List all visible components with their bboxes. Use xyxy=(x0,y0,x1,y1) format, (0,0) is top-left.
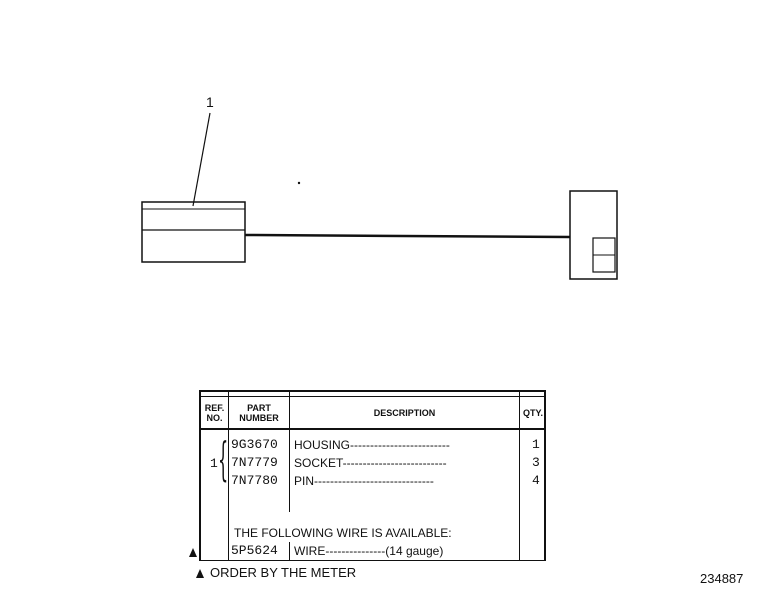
part-number-1: 9G3670 xyxy=(231,437,278,452)
callout-leader-line xyxy=(192,112,211,207)
header-qty: QTY. xyxy=(522,408,543,418)
description-1: HOUSING------------------------- xyxy=(294,438,450,452)
ref-no-value: 1 xyxy=(210,456,218,471)
wire xyxy=(244,233,571,239)
callout-number: 1 xyxy=(206,94,214,110)
col-divider-desc xyxy=(519,392,520,560)
header-ref-no: REF.NO. xyxy=(204,403,225,423)
wire-availability-note: THE FOLLOWING WIRE IS AVAILABLE: xyxy=(234,526,452,540)
qty-1: 1 xyxy=(532,437,540,452)
wire-meter-marker xyxy=(189,543,203,561)
header-description: DESCRIPTION xyxy=(373,408,436,418)
wire-part-number: 5P5624 xyxy=(231,543,278,558)
description-3: PIN------------------------------ xyxy=(294,474,434,488)
group-brace: { xyxy=(218,432,229,486)
triangle-icon xyxy=(189,548,197,557)
socket-connector xyxy=(569,190,618,280)
part-number-2: 7N7779 xyxy=(231,455,278,470)
qty-2: 3 xyxy=(532,455,540,470)
footnote: ORDER BY THE METER xyxy=(196,565,356,580)
housing-connector xyxy=(141,201,246,263)
footnote-text: ORDER BY THE METER xyxy=(210,565,357,580)
col-divider-ref xyxy=(228,392,229,560)
col-divider-part xyxy=(289,392,290,512)
wire-description: WIRE---------------(14 gauge) xyxy=(294,544,444,558)
part-number-3: 7N7780 xyxy=(231,473,278,488)
wire-row-divider xyxy=(289,542,290,560)
description-2: SOCKET-------------------------- xyxy=(294,456,447,470)
stray-mark xyxy=(297,181,301,185)
figure-number: 234887 xyxy=(700,571,744,586)
header-top-rule xyxy=(201,396,544,397)
triangle-icon xyxy=(196,569,204,578)
header-bottom-rule xyxy=(201,428,544,430)
qty-3: 4 xyxy=(532,473,540,488)
